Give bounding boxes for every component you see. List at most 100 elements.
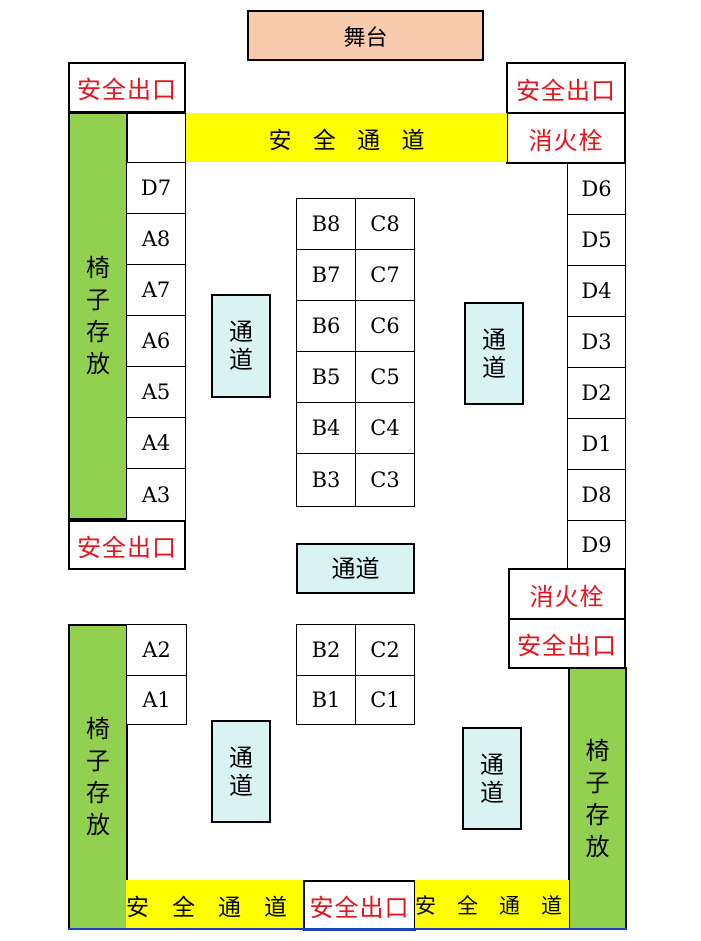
safe-exit-bottom: 安全出口 [303,880,416,931]
seat-label: A7 [141,278,171,302]
seat-cell: C7 [355,249,415,301]
aisle-label: 通道 [331,554,380,583]
seat-cell: C8 [355,198,415,250]
seat-label: C5 [370,365,400,389]
seat-label: A4 [141,431,171,455]
chair-storage-char: 子 [86,286,110,314]
chair-storage-char: 放 [86,811,110,839]
seat-label: A2 [142,638,171,662]
aisle-char: 通 [229,318,253,346]
seat-cell: A5 [126,366,186,418]
aisle-char: 道 [229,346,253,374]
seat-label: D1 [581,432,612,456]
stage-label: 舞台 [343,25,388,51]
chair-storage-char: 子 [86,747,110,775]
seat-cell: D1 [567,418,626,470]
seat-label: D9 [581,533,612,557]
safe-passage-label: 安 全 通 道 [415,894,562,918]
seat-cell: C5 [355,351,415,403]
seat-cell: A7 [126,264,186,316]
seat-label: A5 [141,380,171,404]
seat-label: C8 [370,212,400,236]
bottom-border [68,928,627,930]
seat-label: B2 [311,638,341,662]
chair-storage-left-top: 椅 子 存 放 [68,112,128,520]
seat-label: A1 [142,688,171,712]
aisle-right-top: 通 道 [464,302,524,405]
aisle-char: 通 [480,750,504,779]
seat-label: C6 [370,314,400,338]
fire-hydrant-top-right: 消火栓 [506,112,626,164]
seat-cell: B7 [296,249,356,301]
chair-storage-text: 椅 子 存 放 [586,735,610,863]
seat-cell: B3 [296,453,356,507]
safe-exit-top-right: 安全出口 [506,62,626,114]
seat-cell: B1 [296,675,356,725]
safe-exit-label: 安全出口 [77,76,177,104]
aisle-right-bottom: 通 道 [462,727,522,830]
seat-label: B1 [311,688,341,712]
aisle-text: 通 道 [480,751,504,807]
chair-storage-char: 放 [585,832,610,861]
aisle-text: 通 道 [229,744,253,800]
safe-exit-top-left: 安全出口 [68,62,186,113]
chair-storage-right-bottom: 椅 子 存 放 [568,667,627,930]
seat-label: B6 [311,314,341,338]
aisle-char: 道 [482,353,506,382]
seat-cell: B8 [296,198,356,250]
aisle-char: 道 [229,771,253,800]
seat-cell: C6 [355,300,415,352]
seat-label: B3 [311,468,341,492]
seat-label: D5 [581,228,612,252]
chair-storage-char: 存 [585,800,610,829]
chair-storage-text: 椅 子 存 放 [86,252,110,380]
seat-label: B5 [311,365,341,389]
safe-exit-left-middle: 安全出口 [68,520,186,570]
safe-exit-label: 安全出口 [517,632,617,660]
chair-storage-text: 椅 子 存 放 [86,713,110,841]
seat-label: D3 [581,330,612,354]
chair-storage-char: 存 [86,779,110,807]
fire-hydrant-label: 消火栓 [529,582,605,611]
seat-label: C4 [370,416,400,440]
aisle-center: 通道 [296,543,415,594]
seat-cell: A2 [126,624,187,676]
seat-cell: B2 [296,624,356,676]
seat-cell: C3 [355,453,415,507]
seat-cell: A1 [126,675,187,725]
seat-cell: D2 [567,367,626,419]
seat-cell: A6 [126,315,186,367]
stage: 舞台 [247,10,484,61]
fire-hydrant-right-middle: 消火栓 [508,568,626,620]
safe-passage-bottom-left: 安 全 通 道 [126,880,304,930]
seat-label: A8 [141,227,171,251]
seat-cell: D7 [126,162,186,214]
seat-label: D6 [581,177,612,201]
seat-label: C3 [370,468,400,492]
safe-exit-right-middle: 安全出口 [508,618,626,669]
chair-storage-char: 子 [585,768,610,797]
seat-label: B4 [311,416,341,440]
seat-label: C2 [370,638,400,662]
aisle-left-bottom: 通 道 [211,720,271,823]
safe-exit-label: 安全出口 [516,76,616,105]
seat-label: A3 [141,482,171,507]
safe-passage-label: 安 全 通 道 [268,127,425,154]
chair-storage-left-bottom: 椅 子 存 放 [68,624,128,930]
seat-cell: D4 [567,265,626,317]
seat-label: D2 [581,381,612,405]
seat-label: C1 [370,688,400,712]
aisle-text: 通 道 [482,326,506,382]
seat-label: D7 [140,176,172,200]
seat-cell: C1 [355,675,415,725]
seat-cell: D5 [567,214,626,266]
chair-storage-char: 存 [86,318,110,346]
seat-cell: D3 [567,316,626,368]
seat-cell: C4 [355,402,415,454]
chair-storage-char: 椅 [86,715,110,743]
fire-hydrant-label: 消火栓 [528,126,604,155]
seat-label: C7 [370,263,400,287]
chair-storage-char: 放 [86,350,110,378]
aisle-text: 通 道 [229,318,253,374]
seat-cell: A8 [126,213,186,265]
